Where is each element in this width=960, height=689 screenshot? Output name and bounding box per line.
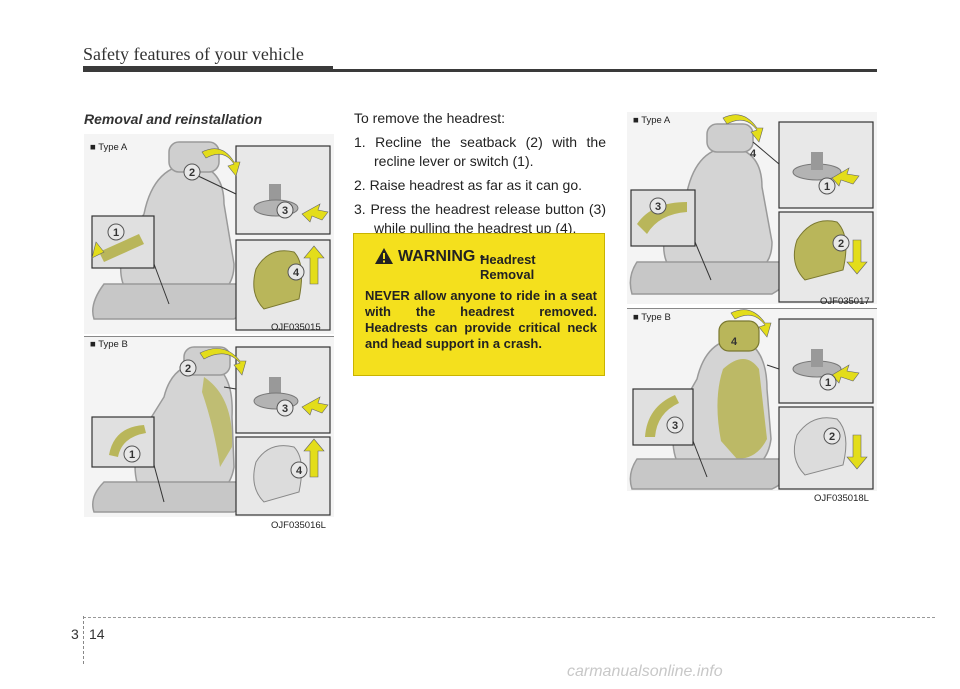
header-rule-accent xyxy=(83,66,333,72)
watermark[interactable]: carmanualsonline.info xyxy=(567,663,723,680)
page-number: 14 xyxy=(89,626,105,642)
seat-illustration xyxy=(627,309,877,491)
figure-code: OJF035018L xyxy=(814,493,869,504)
figure-divider xyxy=(627,308,877,309)
instruction-step: 1. Recline the seatback (2) with the rec… xyxy=(354,134,606,169)
figure-divider xyxy=(84,336,334,337)
seat-illustration xyxy=(84,134,334,334)
warning-triangle-icon xyxy=(375,248,393,264)
figure-right-type-b: 4 1 3 2 ■ Type B xyxy=(627,309,877,491)
type-label: ■ Type A xyxy=(90,142,128,153)
warning-subject: Headrest Removal xyxy=(480,252,536,282)
figure-code: OJF035017 xyxy=(820,296,870,307)
instruction-step: 2. Raise headrest as far as it can go. xyxy=(354,177,583,193)
warning-heading: WARNING - xyxy=(398,248,486,265)
figure-right-type-a: 4 1 3 2 ■ Type A xyxy=(627,112,877,304)
figure-code: OJF035015 xyxy=(271,322,321,333)
type-label: ■ Type B xyxy=(633,312,671,323)
header-rule xyxy=(83,69,877,72)
instructions: To remove the headrest: 1. Recline the s… xyxy=(354,109,606,243)
type-label: ■ Type B xyxy=(90,339,128,350)
page-header-title: Safety features of your vehicle xyxy=(83,44,304,64)
figure-left-type-b: 2 1 3 4 ■ Type B xyxy=(84,337,334,517)
figure-code: OJF035016L xyxy=(271,520,326,531)
warning-box: WARNING - Headrest Removal NEVER allow a… xyxy=(353,233,605,376)
type-label: ■ Type A xyxy=(633,115,671,126)
warning-body: NEVER allow anyone to ride in a seat wit… xyxy=(365,288,597,351)
figure-left-type-a: 2 1 3 4 ■ Type A xyxy=(84,134,334,334)
seat-illustration xyxy=(84,337,334,517)
instructions-intro: To remove the headrest: xyxy=(354,110,505,126)
chapter-number: 3 xyxy=(71,626,79,642)
section-title: Removal and reinstallation xyxy=(84,111,263,127)
seat-illustration xyxy=(627,112,877,304)
footer-divider xyxy=(83,616,85,664)
footer-rule xyxy=(83,617,935,618)
instruction-step: 3. Press the headrest release button (3)… xyxy=(354,201,606,236)
